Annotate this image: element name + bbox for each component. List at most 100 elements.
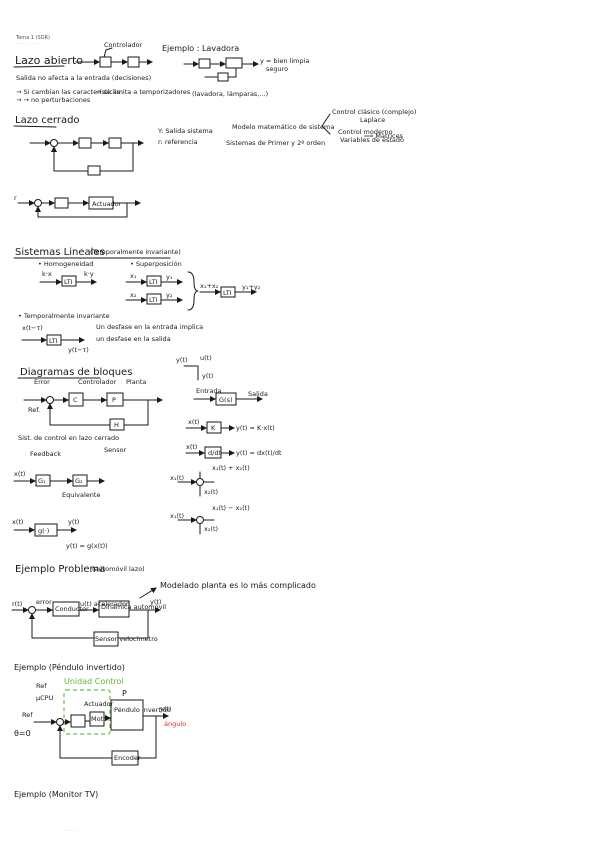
label-ref-2: Ref [36,682,47,690]
block-h2: H [114,421,119,429]
label-ky: k·y [84,270,94,278]
block-lav-2 [225,57,243,69]
block-ddt: d/dt [208,449,221,457]
label-actuador: Actuador [84,700,114,708]
block-p [127,56,140,68]
block-lti-3: LTI [149,296,158,304]
note-desfase-1: Un desfase en la entrada implica [96,323,203,331]
eq-sum-minus: x₁(t) − x₂(t) [212,504,250,512]
label-x1-t: x₁(t) [170,474,184,482]
note-modelado-planta: Modelado planta es lo más complicado [160,581,316,590]
label-ejemplo-lavadora: Ejemplo : Lavadora [162,44,239,53]
sum-junction [50,139,58,147]
block-lti-2: LTI [149,278,158,286]
label-x1: x₁ [130,272,137,280]
block-lti-1: LTI [64,278,73,286]
note-sensor: Sensor [104,446,127,454]
label-x-t-tau: x(t−τ) [22,324,43,332]
block-g2: G₂ [75,477,83,485]
block-encoder: Encoder [114,754,141,762]
label-y-t-3: y(t) [68,518,79,526]
label-entrada: Entrada [196,387,222,395]
eq-y-g: y(t) = g(x(t)) [66,542,108,550]
block-g-func: g(·) [38,527,49,535]
label-x-t-2: x(t) [186,443,197,451]
label-ropa-limpia: y = bien limpia [260,57,309,65]
note-acciones: → Si cambian las características [16,88,121,96]
underline [13,65,65,68]
note-lavadora-lampara: (lavadora, lámparas,...) [192,90,268,98]
label-x-t: x(t) [188,418,199,426]
label-x2-t: x₂(t) [204,488,218,496]
eq-y-dx: y(t) = dx(t)/dt [236,449,282,457]
note-y-salida: Y: Salida sistema [157,127,213,135]
block-conductor: Conductor [55,605,89,613]
block-p3: P [112,396,116,404]
note-modelo-mat: Modelo matemático de sistema [232,123,334,131]
block-lti-5: LTI [49,337,58,345]
label-p2: P [122,689,127,698]
note-salida-no-afecta: Salida no afecta a la entrada (decisione… [16,74,151,82]
label-x-t-3: x(t) [14,470,25,478]
label-y-t-5: y(t) [160,705,171,713]
note-control-clasico-sub: Laplace [360,116,385,124]
note-r-referencia: r: referencia [158,138,198,146]
page-subtitle: · · · · · · · · · · · · [16,42,42,46]
note-desfase-2: un desfase en la salida [96,335,171,343]
heading-diagramas-bloques: Diagramas de bloques [20,367,132,378]
block-g1: G₁ [38,477,46,485]
page-header: Tema 1 (SDR) · · · · · · · · · · · · [16,35,50,46]
label-controlador-2: Controlador [78,378,117,386]
label-ref: Ref. [28,406,40,414]
block-lav-1 [198,58,211,69]
label-y-t: y(t) [176,356,187,364]
block-lti-4: LTI [223,289,232,297]
block-k: K [211,424,216,432]
block-c2 [78,137,92,149]
block-dinamica: Dinámica automóvil [101,603,166,611]
note-control-moderno: Control moderno [338,128,393,136]
dashed-control-unit [63,689,111,735]
block-motor: Motor [91,715,110,723]
label-y-t-4: y(t) [150,598,161,606]
label-x2-t-2: x₂(t) [204,525,218,533]
label-x-t-4: x(t) [12,518,23,526]
label-r-t: r(t) [12,600,22,608]
note-sist-control: Sist. de control en lazo cerrado [18,434,119,442]
block-gs: G(s) [219,396,233,404]
heading-ejemplo-monitor: Ejemplo (Monitor TV) [14,790,98,799]
note-perturbaciones: → → no perturbaciones [16,96,91,104]
label-ropa-limpia-sub: seguro [266,65,288,73]
label-ref-3: Ref [22,711,33,719]
note-temp-invariante: • Temporalmente invariante [18,312,110,320]
label-pc: μCPU [36,694,54,702]
label-planta: Planta [126,378,146,386]
label-x1-t-2: x₁(t) [170,512,184,520]
label-theta0: θ=0 [14,729,31,738]
label-x1x2: x₁+x₂ [200,282,219,290]
label-y-t-2: y(t) [202,372,213,380]
note-matrices: ⟹ Matrices [364,132,404,140]
label-u-t: u(t) [200,354,212,362]
note-control-moderno-2: Variables de estado [340,136,404,144]
note-tiempo-invariante: (Temporalmente invariante) [90,248,181,256]
block-h [87,165,101,176]
block-lav-3 [217,72,229,82]
heading-ejemplo-pendulo: Ejemplo (Péndulo invertido) [14,662,125,672]
page-title: Tema 1 (SDR) [16,35,50,41]
heading-lazo-abierto: Lazo abierto [15,54,83,67]
heading-lazo-cerrado: Lazo cerrado [15,115,80,126]
block-p2 [108,137,122,149]
label-r: r [14,194,17,202]
eq-sum-plus: x₁(t) + x₂(t) [212,464,250,472]
block-c [99,56,112,68]
label-y-t-tau: y(t−τ) [68,346,89,354]
label-y1: y₁ [166,273,173,281]
block-act [54,197,69,209]
block-sensor-vel: Sensor velocímetro [95,635,158,643]
label-y2: y₂ [166,291,173,299]
note-sistema-orden: Sistemas de Primer y 2º orden [226,139,325,147]
note-homogeneidad: • Homogeneidad [38,260,93,268]
